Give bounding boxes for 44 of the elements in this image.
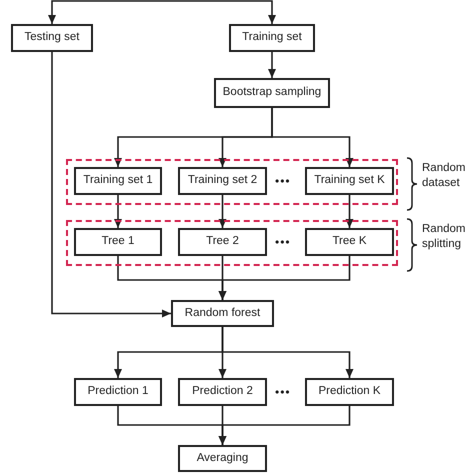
arrow [160, 0, 276, 24]
process-box [178, 378, 267, 406]
box-label: Tree 2 [206, 236, 239, 248]
arrow [218, 256, 350, 300]
process-box [229, 24, 315, 52]
box-label: Tree K [332, 236, 367, 248]
group-caption: Random dataset [422, 161, 466, 191]
box-label: Tree 1 [102, 236, 134, 248]
arrow [51, 52, 171, 318]
box-label: Random forest [184, 308, 260, 320]
arrow [346, 195, 354, 228]
ellipsis: ••• [275, 236, 291, 248]
process-box [214, 78, 330, 108]
box-label: Prediction 2 [192, 386, 253, 398]
box-label: Bootstrap sampling [222, 87, 322, 99]
process-box [178, 228, 267, 256]
process-box [74, 228, 162, 256]
process-box [74, 378, 162, 406]
arrow [218, 406, 350, 445]
arrow [222, 327, 354, 378]
group-caption: Random splitting [422, 222, 466, 252]
box-label: Training set K [314, 175, 385, 187]
ellipsis: ••• [275, 175, 291, 187]
arrow [48, 0, 160, 24]
box-label: Training set 1 [83, 175, 153, 187]
arrow [271, 108, 354, 167]
box-label: Training set [242, 32, 302, 44]
arrow [114, 195, 122, 228]
ellipsis: ••• [275, 386, 291, 398]
box-label: Averaging [196, 452, 248, 464]
box-label: Training set 2 [188, 175, 258, 187]
box-label: Testing set [24, 32, 80, 44]
arrow [218, 195, 226, 228]
process-box [305, 167, 394, 195]
process-box [178, 167, 267, 195]
process-box [305, 228, 394, 256]
box-label: Prediction 1 [88, 386, 148, 398]
process-box [305, 378, 394, 406]
process-box [11, 24, 93, 52]
arrow [268, 52, 276, 78]
process-box [171, 300, 274, 327]
process-box [74, 167, 162, 195]
process-box [178, 445, 267, 472]
box-label: Prediction K [318, 386, 380, 398]
